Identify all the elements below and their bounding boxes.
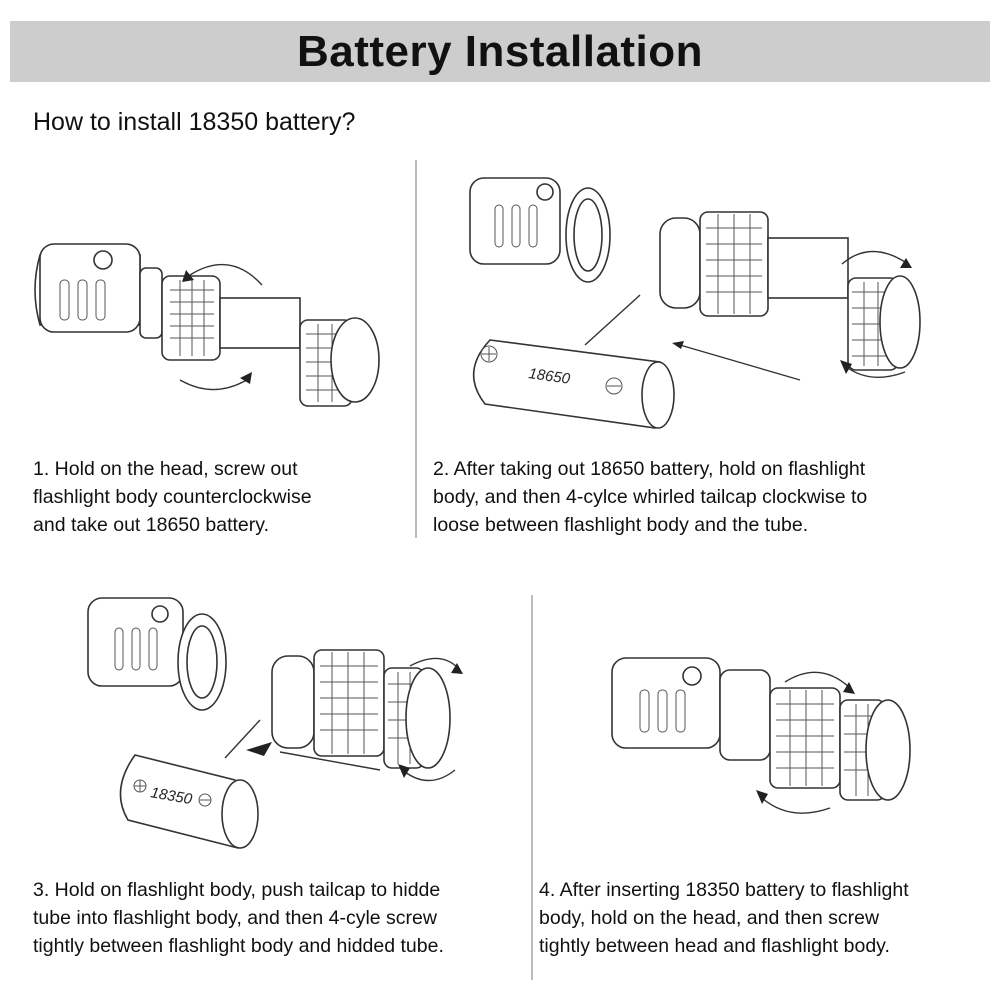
caption-line: 3. Hold on flashlight body, push tailcap…	[33, 879, 441, 901]
caption-line: body, hold on the head, and then screw	[539, 907, 880, 929]
caption-line: loose between flashlight body and the tu…	[433, 514, 809, 536]
caption-line: 2. After taking out 18650 battery, hold …	[433, 458, 866, 480]
divider-bottom	[531, 595, 533, 980]
caption-line: 1. Hold on the head, screw out	[33, 458, 298, 480]
caption-line: 4. After inserting 18350 battery to flas…	[539, 879, 909, 901]
caption-line: body, and then 4-cylce whirled tailcap c…	[433, 486, 868, 508]
battery-label-18650: 18650	[527, 365, 571, 388]
caption-line: tube into flashlight body, and then 4-cy…	[33, 907, 437, 929]
step1-caption: 1. Hold on the head, screw out flashligh…	[33, 455, 312, 539]
caption-line: flashlight body counterclockwise	[33, 486, 312, 508]
step2-caption: 2. After taking out 18650 battery, hold …	[433, 455, 867, 539]
page-title: Battery Installation	[296, 26, 704, 76]
subtitle: How to install 18350 battery?	[33, 108, 356, 136]
title-banner: Battery Installation	[10, 21, 990, 82]
step3-caption: 3. Hold on flashlight body, push tailcap…	[33, 876, 444, 960]
caption-line: tightly between flashlight body and hidd…	[33, 935, 444, 957]
divider-top	[415, 160, 417, 538]
step4-caption: 4. After inserting 18350 battery to flas…	[539, 876, 909, 960]
caption-line: tightly between head and flashlight body…	[539, 935, 890, 957]
caption-line: and take out 18650 battery.	[33, 514, 269, 536]
